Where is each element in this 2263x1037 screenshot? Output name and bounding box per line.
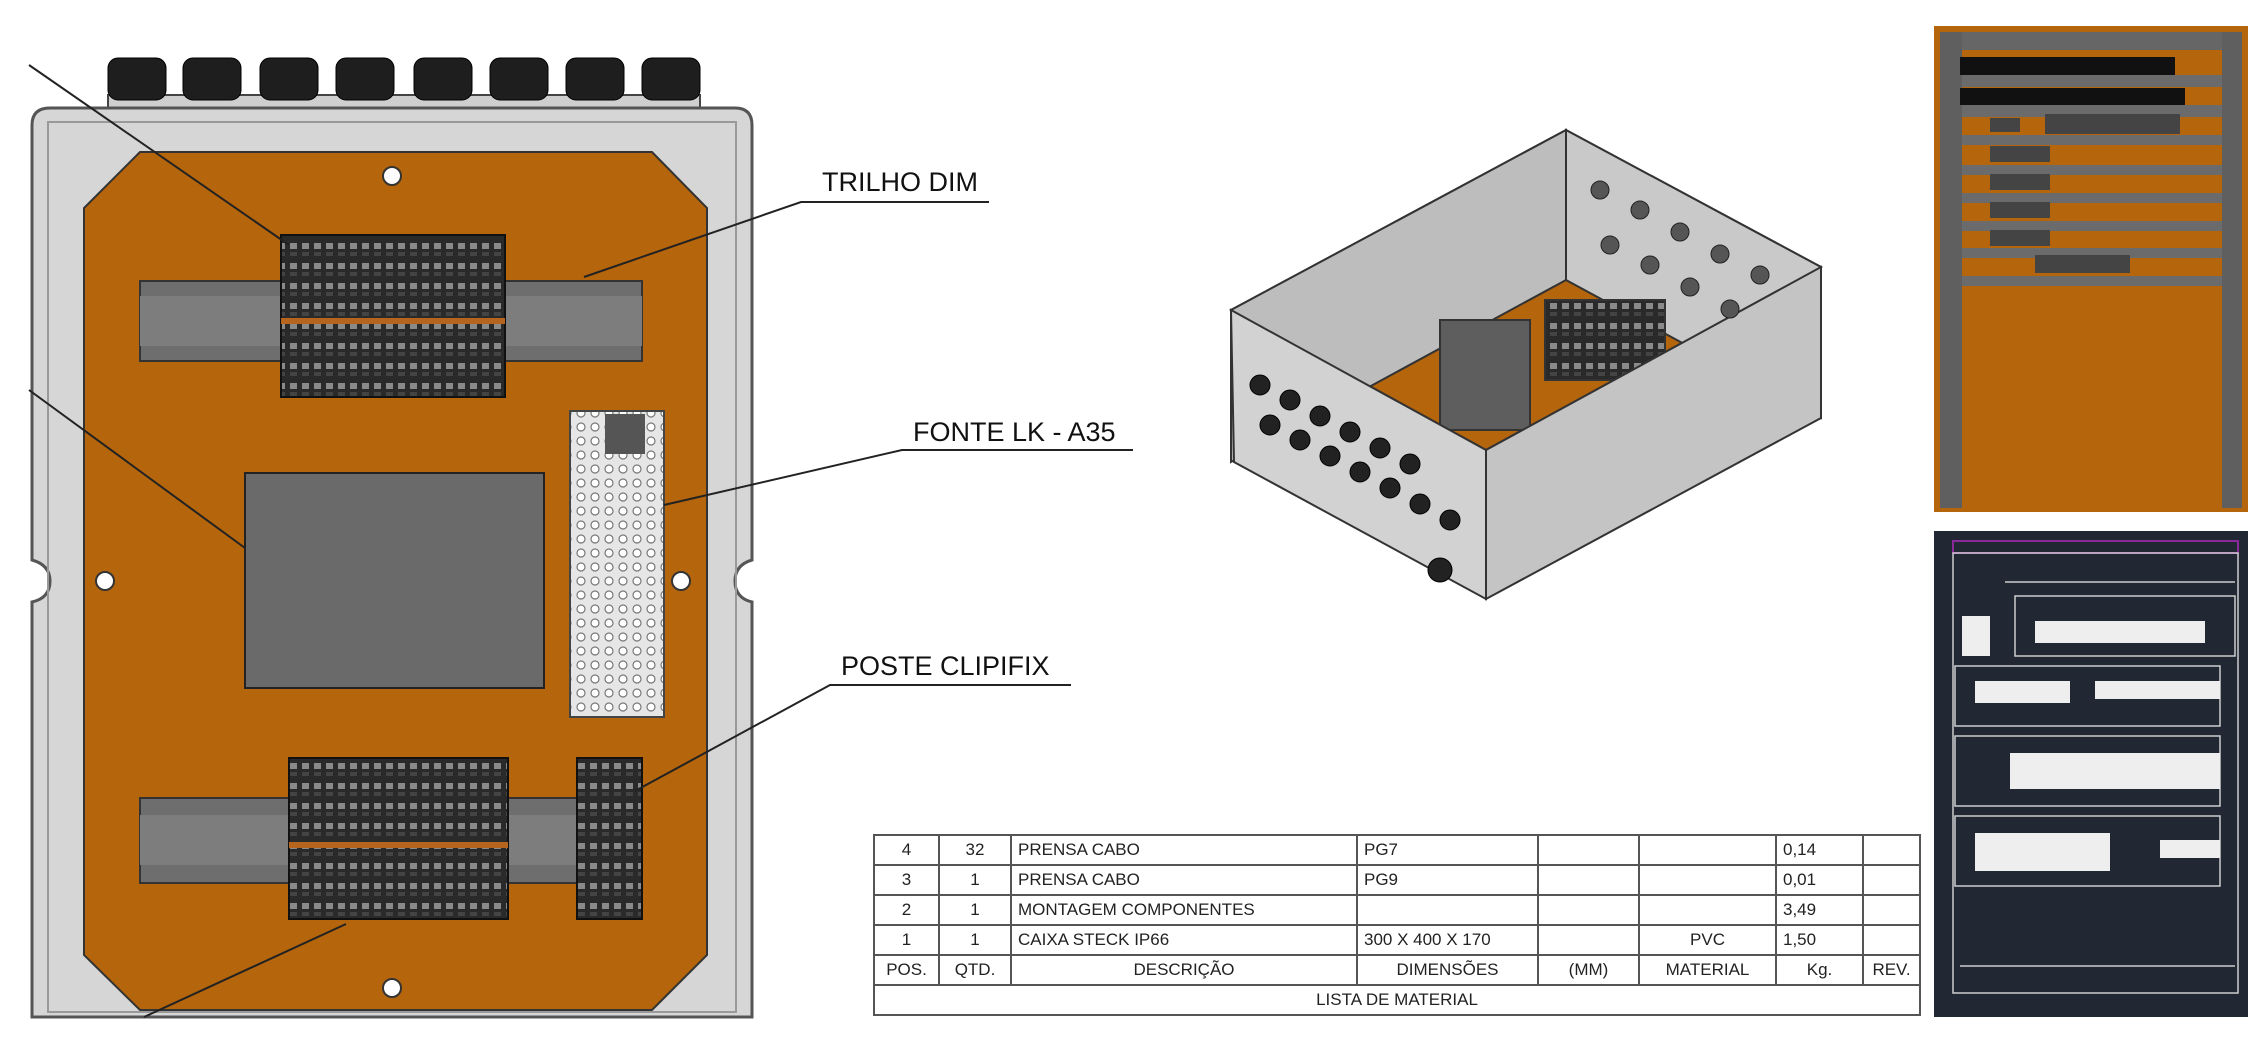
- cell-material: PVC: [1638, 924, 1777, 956]
- din-rail-top: [139, 234, 643, 398]
- clipfix-post-block: [576, 757, 643, 920]
- leader-lines: [28, 64, 1133, 1018]
- cell-kg: 0,14: [1775, 834, 1864, 866]
- cell-qtd: 1: [938, 864, 1012, 896]
- terminal-block-bottom: [288, 757, 509, 920]
- cell-pos: 3: [873, 864, 940, 896]
- enclosure-front-view: TRILHO DIM FONTE LK - A35 POSTE CLIPIFIX: [28, 57, 1133, 1019]
- cell-descricao: PRENSA CABO: [1010, 864, 1358, 896]
- cell-kg: 0,01: [1775, 864, 1864, 896]
- cell-qtd: 32: [938, 834, 1012, 866]
- din-rail-bottom: [139, 757, 643, 920]
- label-trilho-dim: TRILHO DIM: [822, 167, 978, 197]
- cell-rev: [1862, 834, 1921, 866]
- cell-dimensoes: PG9: [1356, 864, 1539, 896]
- header-material: MATERIAL: [1638, 954, 1777, 986]
- cell-material: [1638, 894, 1777, 926]
- table-title: LISTA DE MATERIAL: [873, 984, 1921, 1016]
- cell-material: [1638, 864, 1777, 896]
- component-block: [244, 472, 545, 689]
- mounting-holes: [95, 166, 691, 998]
- cell-mm: [1537, 894, 1640, 926]
- cell-pos: 2: [873, 894, 940, 926]
- cell-mm: [1537, 834, 1640, 866]
- cell-rev: [1862, 864, 1921, 896]
- cell-mm: [1537, 924, 1640, 956]
- cell-descricao: CAIXA STECK IP66: [1010, 924, 1358, 956]
- cell-material: [1638, 834, 1777, 866]
- header-qtd: QTD.: [938, 954, 1012, 986]
- label-fonte: FONTE LK - A35: [913, 417, 1116, 447]
- header-pos: POS.: [873, 954, 940, 986]
- header-rev: REV.: [1862, 954, 1921, 986]
- cell-kg: 3,49: [1775, 894, 1864, 926]
- cell-descricao: PRENSA CABO: [1010, 834, 1358, 866]
- panel-cad-dark: [1934, 531, 2248, 1017]
- cell-qtd: 1: [938, 894, 1012, 926]
- enclosure-isometric-view: [1228, 128, 1824, 601]
- header-descricao: DESCRIÇÃO: [1010, 954, 1358, 986]
- power-supply: [569, 410, 665, 718]
- header-dimensoes: DIMENSÕES: [1356, 954, 1539, 986]
- cell-rev: [1862, 894, 1921, 926]
- cell-qtd: 1: [938, 924, 1012, 956]
- cell-descricao: MONTAGEM COMPONENTES: [1010, 894, 1358, 926]
- cell-dimensoes: [1356, 894, 1539, 926]
- cell-pos: 1: [873, 924, 940, 956]
- label-poste-clipifix: POSTE CLIPIFIX: [841, 651, 1050, 681]
- terminal-block-top: [280, 234, 506, 398]
- cell-dimensoes: 300 X 400 X 170: [1356, 924, 1539, 956]
- header-mm: (MM): [1537, 954, 1640, 986]
- table-title-row: LISTA DE MATERIAL: [873, 984, 1921, 1016]
- cell-kg: 1,50: [1775, 924, 1864, 956]
- header-kg: Kg.: [1775, 954, 1864, 986]
- cell-mm: [1537, 864, 1640, 896]
- cell-dimensoes: PG7: [1356, 834, 1539, 866]
- cell-rev: [1862, 924, 1921, 956]
- panel-photo-orange: [1934, 26, 2248, 512]
- cell-pos: 4: [873, 834, 940, 866]
